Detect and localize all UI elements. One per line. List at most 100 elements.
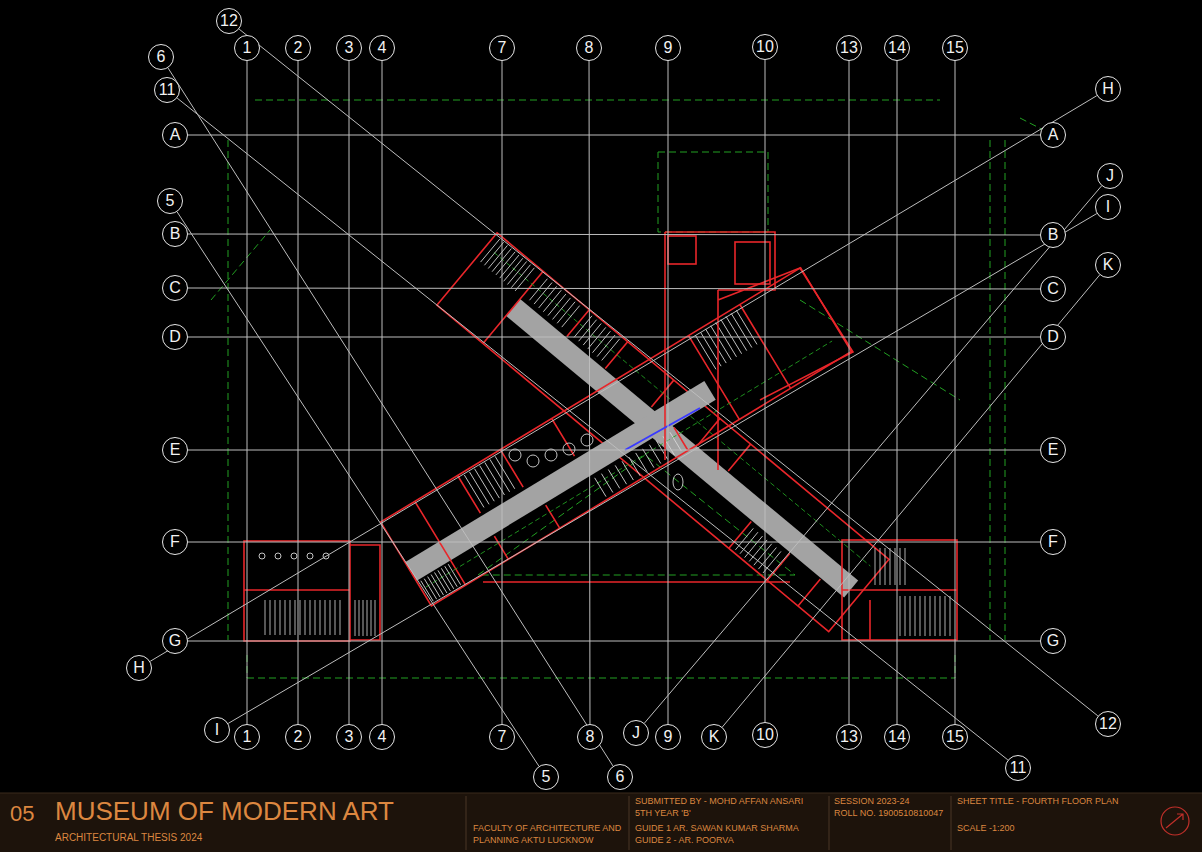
grid-bubble: 2 xyxy=(285,724,311,750)
wing-outline xyxy=(437,233,889,632)
hatch-line xyxy=(363,600,364,636)
grid-bubble: 4 xyxy=(369,724,395,750)
hatch-line xyxy=(335,600,336,635)
grid-bubble: 4 xyxy=(369,35,395,61)
hatch-line xyxy=(875,548,876,585)
grid-mark: 3 xyxy=(345,40,354,56)
grid-mark: C xyxy=(169,280,181,296)
grid-bubble: 1 xyxy=(234,724,260,750)
block-wall xyxy=(842,590,957,640)
divider xyxy=(829,796,830,850)
title-block-text: SESSION 2023-24 xyxy=(834,796,910,808)
grid-mark: B xyxy=(1048,227,1059,243)
grid-bubble: A xyxy=(1040,122,1066,148)
hatch-line xyxy=(592,331,610,353)
hatch-line xyxy=(915,596,916,636)
grid-mark: 1 xyxy=(243,40,252,56)
grid-bubble: C xyxy=(1040,276,1066,302)
grid-bubble: 6 xyxy=(607,764,633,790)
grid-mark: 13 xyxy=(840,40,858,56)
hatch-line xyxy=(900,596,901,636)
hatch xyxy=(900,596,950,636)
grid-bubble: 10 xyxy=(752,34,778,60)
title-block-text: GUIDE 2 - AR. POORVA xyxy=(635,835,734,847)
hatch-line xyxy=(940,596,941,636)
sculpture xyxy=(673,474,683,490)
wall xyxy=(665,232,853,470)
grid-mark: J xyxy=(1106,168,1114,184)
grid-mark: 14 xyxy=(888,729,906,745)
hatch-line xyxy=(320,600,321,635)
divider xyxy=(951,796,952,850)
hatch xyxy=(421,564,461,601)
hatch xyxy=(695,310,757,369)
hatch-line xyxy=(597,335,615,357)
hatch-line xyxy=(275,600,276,635)
divider xyxy=(629,796,630,850)
grid-bubble: 1 xyxy=(234,35,260,61)
hatch xyxy=(574,316,620,361)
grid-mark: 15 xyxy=(946,40,964,56)
grid-bubble: G xyxy=(1040,628,1066,654)
grid-mark: H xyxy=(133,660,145,676)
roof-outline xyxy=(658,152,768,232)
grid-bubble: 3 xyxy=(336,35,362,61)
grid-bubble: H xyxy=(126,655,152,681)
grid-line xyxy=(298,61,299,724)
hatch-line xyxy=(745,536,763,558)
hatch-line xyxy=(763,551,781,573)
hatch-line xyxy=(579,320,597,342)
hatch-line xyxy=(539,286,557,308)
grid-bubble: 9 xyxy=(655,35,681,61)
logo xyxy=(1161,807,1189,835)
grid-bubble: 5 xyxy=(533,764,559,790)
hatch-line xyxy=(945,596,946,636)
table xyxy=(545,449,557,461)
grid-bubble: 9 xyxy=(655,724,681,750)
grid-mark: 4 xyxy=(378,729,387,745)
grid-bubble: 14 xyxy=(884,35,910,61)
hatch-line xyxy=(315,600,316,635)
hatch-line xyxy=(758,548,776,570)
title-block-text: ARCHITECTURAL THESIS 2024 xyxy=(55,831,202,844)
hatch xyxy=(464,456,514,507)
hatch-line xyxy=(305,600,306,635)
hatch-line xyxy=(622,461,633,480)
grid-mark: 1 xyxy=(243,729,252,745)
hatch-line xyxy=(890,548,891,585)
partition xyxy=(483,271,858,606)
hatch-line xyxy=(340,600,341,635)
hatch-line xyxy=(736,310,757,344)
grid-mark: 8 xyxy=(585,40,594,56)
hatch-line xyxy=(548,294,566,316)
hatch xyxy=(875,548,905,585)
hatch-line xyxy=(371,600,372,636)
grid-line xyxy=(188,135,1040,136)
sheet-title: MUSEUM OF MODERN ART xyxy=(55,798,394,824)
logo-ring xyxy=(1161,807,1189,835)
grid-line xyxy=(239,29,1098,716)
grid-mark: 2 xyxy=(294,729,303,745)
grid-mark: E xyxy=(170,442,181,458)
stair-hatches xyxy=(265,548,950,636)
block-outline xyxy=(244,541,350,641)
grid-bubble: J xyxy=(623,720,649,746)
hatch-line xyxy=(950,596,951,636)
wing xyxy=(381,268,852,606)
grid-bubble: 13 xyxy=(836,724,862,750)
grid-mark: H xyxy=(1102,81,1114,97)
hatch-line xyxy=(754,544,772,566)
grid-line xyxy=(502,61,503,724)
grid-mark: D xyxy=(1047,329,1059,345)
grid-mark: 5 xyxy=(542,769,551,785)
hatch-line xyxy=(543,290,561,312)
hatch-line xyxy=(310,600,311,635)
grid-bubble: I xyxy=(1095,194,1121,220)
hatch-line xyxy=(910,596,911,636)
grid-mark: K xyxy=(1103,257,1114,273)
grid-mark: A xyxy=(1048,127,1059,143)
grid-line xyxy=(589,61,591,724)
grid-mark: 12 xyxy=(1099,716,1117,732)
hatch xyxy=(265,600,340,635)
